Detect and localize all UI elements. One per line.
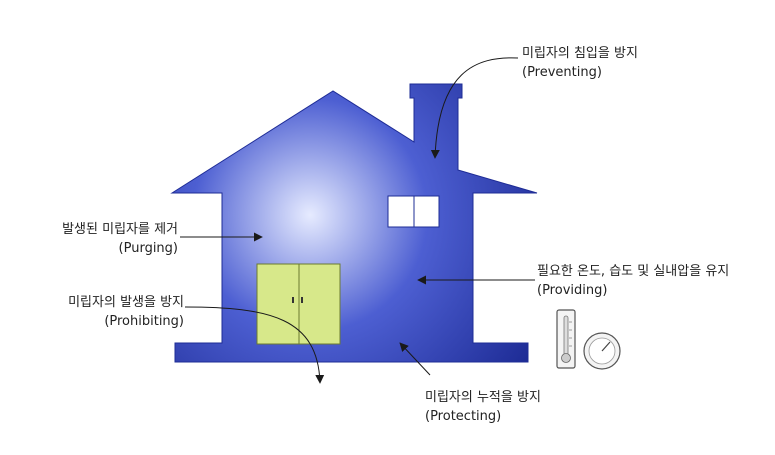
thermometer-icon (556, 309, 576, 369)
label-providing-ko: 필요한 온도, 습도 및 실내압을 유지 (537, 264, 730, 279)
label-providing-en: (Providing) (537, 283, 608, 298)
label-prohibiting: 미립자의 발생을 방지 (Prohibiting) (12, 293, 184, 331)
label-protecting-en: (Protecting) (425, 409, 502, 424)
label-prohibiting-en: (Prohibiting) (104, 314, 184, 329)
door-handle-left (292, 297, 294, 303)
label-protecting: 미립자의 누적을 방지 (Protecting) (425, 388, 541, 426)
label-purging-en: (Purging) (118, 241, 178, 256)
label-protecting-ko: 미립자의 누적을 방지 (425, 390, 541, 405)
house-body (170, 83, 538, 363)
arrow-prohibiting (184, 306, 325, 384)
label-preventing-en: (Preventing) (522, 65, 602, 80)
label-prohibiting-ko: 미립자의 발생을 방지 (68, 295, 184, 310)
label-preventing: 미립자의 침입을 방지 (Preventing) (522, 44, 638, 82)
window (387, 195, 440, 228)
gauge-icon (583, 332, 621, 370)
label-providing: 필요한 온도, 습도 및 실내압을 유지 (Providing) (537, 262, 729, 300)
arrow-protecting (399, 342, 431, 376)
label-purging: 발생된 미립자를 제거 (Purging) (12, 220, 178, 258)
label-purging-ko: 발생된 미립자를 제거 (62, 222, 178, 237)
label-preventing-ko: 미립자의 침입을 방지 (522, 46, 638, 61)
arrow-preventing (430, 57, 519, 159)
door-handle-right (301, 297, 303, 303)
door (256, 263, 341, 345)
